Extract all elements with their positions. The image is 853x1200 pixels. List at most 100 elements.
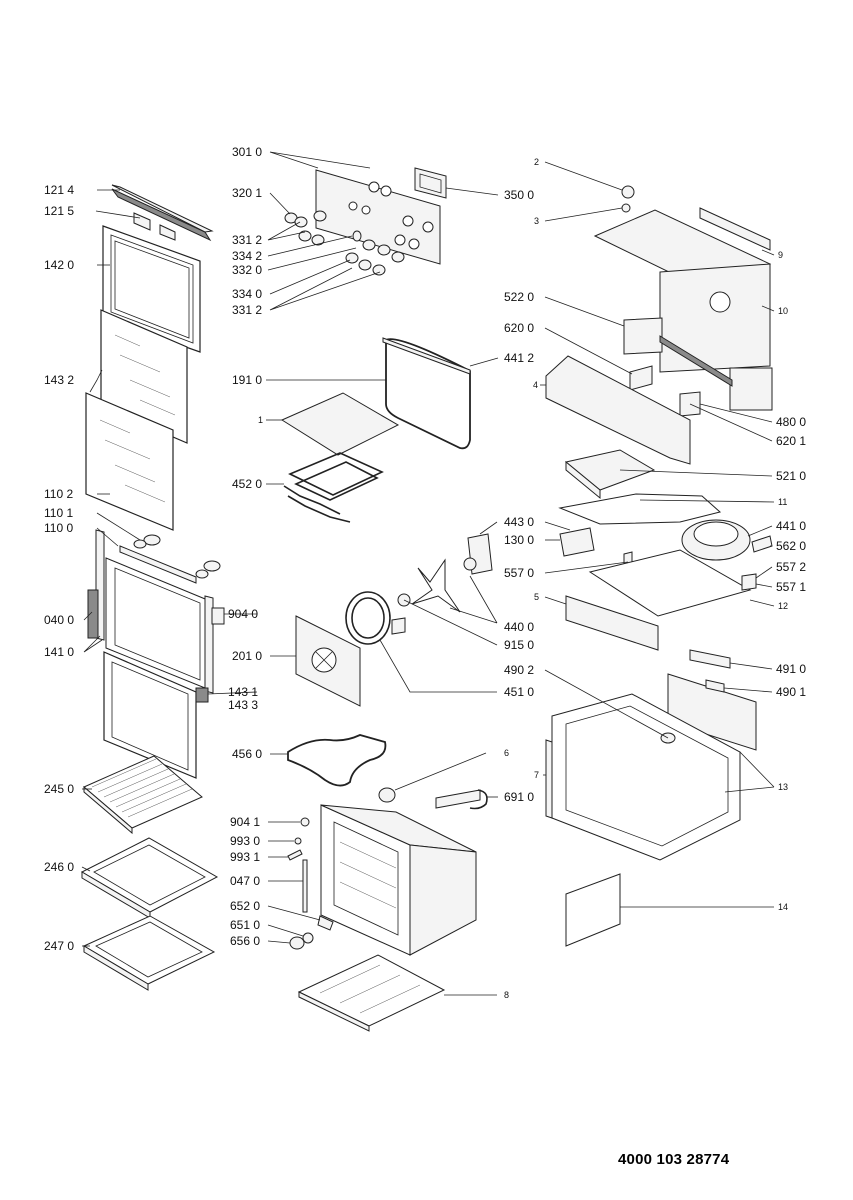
small-fixings [287,817,334,950]
label-1410: 141 0 [44,645,74,659]
oven-lamp [378,787,396,803]
knobs-left [284,210,327,246]
lower-panels [565,549,757,651]
oven-cavity [320,804,477,956]
label-6910: 691 0 [504,790,534,804]
top-frame [593,185,772,373]
label-2460: 246 0 [44,860,74,874]
circular-element [345,591,406,645]
leader-lines [81,151,775,996]
document-number: 4000 103 28774 [618,1151,730,1168]
knobs-right [345,230,405,276]
label-6200: 620 0 [504,321,534,335]
door-inner-glass [85,309,188,531]
terminal-block [689,649,731,669]
hinge-part [211,607,225,625]
label-2: 2 [534,157,539,167]
label-3342: 334 2 [232,249,262,263]
label-4560: 456 0 [232,747,262,761]
door-top-trim [111,184,214,242]
label-4: 4 [533,380,538,390]
label-4800: 480 0 [776,415,806,429]
label-4901: 490 1 [776,685,806,699]
label-3312a: 331 2 [232,233,262,247]
label-7: 7 [534,770,539,780]
label-9040: 904 0 [228,607,258,621]
label-12: 12 [778,601,788,611]
fan-motor-assembly [397,533,493,613]
label-4410: 441 0 [776,519,806,533]
label-0470: 047 0 [230,874,260,888]
label-2010: 201 0 [232,649,262,663]
display-module [414,167,447,199]
door-clip [133,212,176,241]
label-5220: 522 0 [504,290,534,304]
cavity-bottom-panel [297,954,446,1032]
door-assembly [80,184,225,991]
label-1214: 121 4 [44,183,74,197]
top-plate [280,392,400,456]
door-handle [119,545,197,584]
label-1420: 142 0 [44,258,74,272]
label-6510: 651 0 [230,918,260,932]
label-4520: 452 0 [232,477,262,491]
label-5570: 557 0 [504,566,534,580]
oven-lamp-holder [435,789,488,810]
label-4412: 441 2 [504,351,534,365]
wire-rack [83,755,203,835]
label-1100: 110 0 [44,521,73,535]
label-1300: 130 0 [504,533,534,547]
tangential-motor [559,527,595,557]
deep-tray [80,837,219,919]
label-5571: 557 1 [776,580,806,594]
label-6: 6 [504,748,509,758]
label-11: 11 [778,497,787,507]
fan-cover [295,615,361,707]
label-4400: 440 0 [504,620,534,634]
oven-door-seal [382,337,471,450]
label-9: 9 [778,250,783,260]
label-9931: 993 1 [230,850,260,864]
label-13: 13 [778,782,788,792]
label-2450: 245 0 [44,782,74,796]
label-3010: 301 0 [232,145,262,159]
label-8: 8 [504,990,509,1000]
door-outer-glass [102,225,201,353]
label-1101: 110 1 [44,506,73,520]
label-5: 5 [534,592,539,602]
label-5210: 521 0 [776,469,806,483]
cooling-fan-shroud [558,493,773,561]
label-3201: 320 1 [232,186,262,200]
label-2470: 247 0 [44,939,74,953]
label-5620: 562 0 [776,539,806,553]
label-9930: 993 0 [230,834,260,848]
label-5572: 557 2 [776,560,806,574]
label-6201: 620 1 [776,434,806,448]
control-panel [315,169,441,265]
label-4910: 491 0 [776,662,806,676]
label-6520: 652 0 [230,899,260,913]
part-labels: 121 4 12 1 5 142 0 143 2 110 2 110 1 110 … [44,145,806,1000]
control-panel-assembly [284,167,447,276]
rear-cover [565,873,621,947]
label-1431: 143 1 [228,685,258,699]
label-4510: 451 0 [504,685,534,699]
label-1: 1 [258,415,263,425]
label-3320: 332 0 [232,263,262,277]
label-3312b: 331 2 [232,303,262,317]
control-boards [623,317,773,417]
label-4902: 490 2 [504,663,534,677]
rear-board [667,673,757,751]
label-3340: 334 0 [232,287,262,301]
label-1433: 143 3 [228,698,258,712]
label-1102: 110 2 [44,487,73,501]
label-1910: 191 0 [232,373,262,387]
label-6560: 656 0 [230,934,260,948]
shallow-tray [82,915,216,991]
outer-casing [545,693,741,861]
door-hinge-discs [133,534,221,579]
label-4430: 443 0 [504,515,534,529]
label-14: 14 [778,902,788,912]
label-1432: 143 2 [44,373,74,387]
